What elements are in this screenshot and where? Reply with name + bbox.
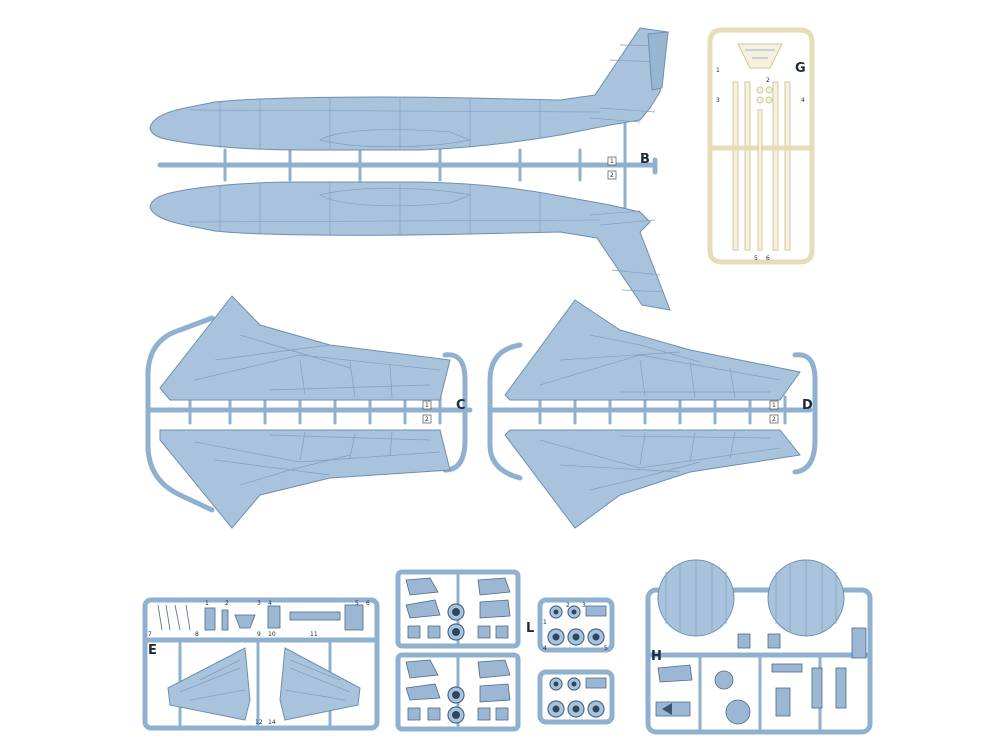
sprue-l-frame bbox=[537, 597, 615, 653]
sprue-e-frame bbox=[142, 597, 380, 731]
sprue-g-gate-2: 2 bbox=[766, 77, 770, 84]
sprue-d-gate-labels: 1 2 D bbox=[769, 398, 813, 424]
wing-lower-right bbox=[504, 429, 801, 529]
windscreen-part bbox=[737, 43, 783, 69]
sprue-d: 1 2 D bbox=[487, 299, 818, 529]
sprue-g-gate-1: 1 bbox=[716, 67, 720, 74]
sprue-b: 1 2 B bbox=[149, 27, 671, 311]
sprue-e-gate-2: 2 bbox=[225, 600, 229, 607]
sprue-g-gate-6: 6 bbox=[766, 255, 770, 262]
sprue-e-gate-labels: 1 2 3 4 5 6 7 8 9 10 11 12 14 E bbox=[148, 600, 370, 726]
sprue-l-gate-4: 4 bbox=[543, 645, 547, 652]
gear-sprue-upper bbox=[395, 569, 521, 649]
window-strips bbox=[707, 81, 815, 251]
sprue-e-gate-11: 11 bbox=[310, 631, 318, 638]
sprue-h: H bbox=[645, 559, 873, 735]
gear-sprue-lower bbox=[395, 652, 521, 732]
sprue-l-gate-5: 5 bbox=[604, 645, 608, 652]
sprue-c: 1 2 C bbox=[145, 295, 473, 529]
sprue-e-gate-8: 8 bbox=[195, 631, 199, 638]
sprue-d-runner bbox=[487, 342, 818, 481]
sprue-e-gate-7: 7 bbox=[148, 631, 152, 638]
sprue-g-frame bbox=[707, 27, 815, 265]
fuselage-left-half bbox=[149, 27, 669, 151]
sprue-e-gate-1: 1 bbox=[205, 600, 209, 607]
sprue-c-gate-labels: 1 2 C bbox=[422, 398, 466, 424]
small-parts-row bbox=[157, 604, 364, 631]
sprue-e-gate-4: 4 bbox=[268, 600, 272, 607]
sprue-l-gate-3: 3 bbox=[582, 602, 586, 609]
sprue-e-gate-10: 10 bbox=[268, 631, 276, 638]
sprue-g: 1 2 3 4 5 6 G bbox=[707, 27, 815, 265]
sprue-b-gate-2: 2 bbox=[610, 172, 614, 179]
sprue-e-gate-9: 9 bbox=[257, 631, 261, 638]
sprue-d-gate-2: 2 bbox=[772, 416, 776, 423]
sprue-b-letter: B bbox=[640, 152, 650, 167]
sprue-e-gate-14: 14 bbox=[268, 719, 276, 726]
sprue-e-gate-5: 5 bbox=[355, 600, 359, 607]
sprue-l-letter: L bbox=[526, 621, 534, 636]
sprue-c-gate-1: 1 bbox=[425, 402, 429, 409]
sprue-c-letter: C bbox=[456, 398, 466, 413]
small-engine-parts bbox=[655, 627, 867, 725]
sprue-l-gate-1: 1 bbox=[543, 619, 547, 626]
sprue-c-runner bbox=[145, 315, 473, 513]
sprue-b-runner bbox=[157, 118, 658, 212]
sprue-b-gate-1: 1 bbox=[610, 158, 614, 165]
sprue-g-gate-3: 3 bbox=[716, 97, 720, 104]
sprue-g-gate-4: 4 bbox=[801, 97, 805, 104]
engine-fan-right bbox=[767, 559, 845, 637]
engine-fan-left bbox=[657, 559, 735, 637]
sprue-l-gate-labels: 1 2 3 4 5 L bbox=[526, 602, 608, 652]
sprue-e-letter: E bbox=[148, 643, 157, 658]
tailplane-left bbox=[167, 647, 251, 721]
sprue-d-gate-1: 1 bbox=[772, 402, 776, 409]
sprue-e-gate-6: 6 bbox=[366, 600, 370, 607]
sprue-g-gate-labels: 1 2 3 4 5 6 G bbox=[716, 61, 806, 262]
fuselage-right-half bbox=[149, 181, 671, 311]
sprue-g-gate-5: 5 bbox=[754, 255, 758, 262]
sprue-l-gate-2: 2 bbox=[566, 602, 570, 609]
sprue-d-letter: D bbox=[802, 398, 813, 413]
tailplane-right bbox=[279, 647, 361, 721]
wheel-sprue-duplicate bbox=[537, 669, 615, 725]
sprue-e-gate-3: 3 bbox=[257, 600, 261, 607]
sprue-h-letter: H bbox=[651, 649, 662, 664]
wing-upper-right bbox=[504, 299, 801, 401]
wing-lower-left bbox=[159, 429, 451, 529]
sprue-b-gate-labels: 1 2 B bbox=[607, 152, 650, 180]
sprue-c-gate-2: 2 bbox=[425, 416, 429, 423]
sprue-e: 1 2 3 4 5 6 7 8 9 10 11 12 14 E bbox=[142, 597, 380, 731]
sprue-l: 1 2 3 4 5 L bbox=[526, 597, 615, 653]
sprue-g-letter: G bbox=[795, 61, 806, 76]
sprue-e-gate-12: 12 bbox=[255, 719, 263, 726]
